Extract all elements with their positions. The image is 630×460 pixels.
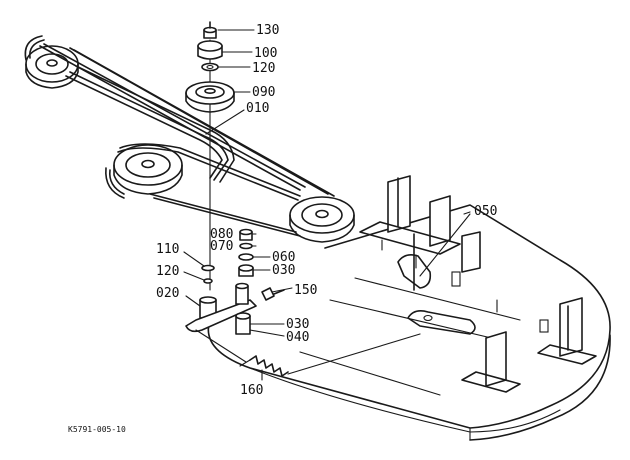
v-belt-010 xyxy=(24,35,335,237)
lower-hardware xyxy=(185,228,421,377)
deck-bracket-rear xyxy=(359,175,461,269)
callout-050: 050 xyxy=(474,204,497,219)
callout-070: 070 xyxy=(210,239,233,254)
callout-010: 010 xyxy=(246,101,269,116)
mower-deck xyxy=(207,204,611,441)
callout-060: 060 xyxy=(272,250,295,265)
callout-080: 080 xyxy=(210,227,233,242)
leader-lines xyxy=(183,29,471,381)
callout-110: 110 xyxy=(156,242,179,257)
tension-link-050 xyxy=(397,233,476,335)
callout-020: 020 xyxy=(156,286,179,301)
callout-150: 150 xyxy=(294,283,317,298)
callouts: 130 100 120 090 010 050 080 070 060 030 … xyxy=(156,23,497,398)
callout-040: 040 xyxy=(286,330,309,345)
callout-090: 090 xyxy=(252,85,275,100)
callout-130: 130 xyxy=(256,23,279,38)
callout-120-lower: 120 xyxy=(156,264,179,279)
callout-030-upper: 030 xyxy=(272,263,295,278)
deck-bracket-front xyxy=(451,231,597,393)
callout-030-lower: 030 xyxy=(286,317,309,332)
callout-160: 160 xyxy=(240,383,263,398)
tension-pulley-stack xyxy=(185,21,235,291)
blade-pulley xyxy=(289,196,355,243)
middle-pulley xyxy=(113,144,183,195)
callout-120-top: 120 xyxy=(252,61,275,76)
drawing-code: K5791-005-10 xyxy=(68,425,126,434)
callout-100: 100 xyxy=(254,46,277,61)
